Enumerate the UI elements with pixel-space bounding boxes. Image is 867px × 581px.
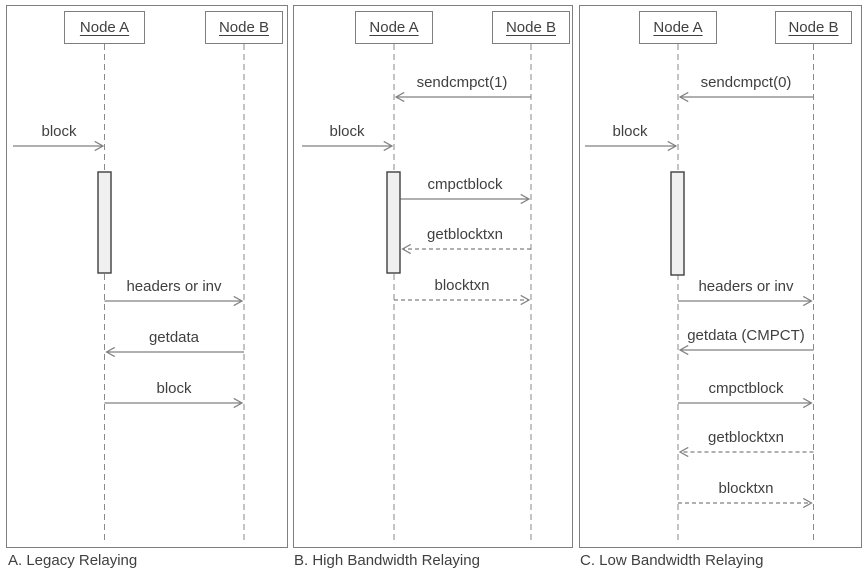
caption-low-bandwidth-relaying: C. Low Bandwidth Relaying — [580, 552, 764, 569]
node-label: Node A — [653, 19, 703, 36]
message-label-block-a: block — [156, 380, 192, 397]
message-label-cmpctblock-b: cmpctblock — [427, 176, 503, 193]
message-label-sendcmpct0-c: sendcmpct(0) — [700, 74, 792, 91]
node-box-b-panel-a: Node B — [205, 11, 283, 44]
node-label: Node B — [788, 19, 839, 36]
panel-high-bandwidth-relaying — [293, 5, 573, 548]
node-box-b-panel-b: Node B — [492, 11, 570, 44]
message-label-getdata-cmpct-c: getdata (CMPCT) — [687, 327, 805, 344]
node-box-a-panel-a: Node A — [64, 11, 145, 44]
caption-high-bandwidth-relaying: B. High Bandwidth Relaying — [294, 552, 480, 569]
message-label-block-external-a: block — [41, 123, 77, 140]
message-label-blocktxn-c: blocktxn — [718, 480, 774, 497]
node-label: Node B — [505, 19, 557, 36]
lifelines — [104, 44, 814, 540]
node-label: Node B — [218, 19, 270, 36]
node-box-a-panel-c: Node A — [639, 11, 717, 44]
message-label-getblocktxn-b: getblocktxn — [427, 226, 503, 243]
node-box-b-panel-c: Node B — [775, 11, 852, 44]
message-label-cmpctblock-c: cmpctblock — [708, 380, 784, 397]
activation-bar-panel-b — [386, 171, 401, 274]
activation-bar-panel-c — [670, 171, 685, 276]
caption-legacy-relaying: A. Legacy Relaying — [8, 552, 138, 569]
panel-low-bandwidth-relaying — [579, 5, 862, 548]
message-label-getdata-a: getdata — [148, 329, 200, 346]
panel-legacy-relaying — [6, 5, 288, 548]
activation-bar-panel-a — [97, 171, 112, 274]
message-label-getblocktxn-c: getblocktxn — [708, 429, 784, 446]
arrows-panel-a — [13, 140, 244, 409]
arrows-panel-c — [585, 91, 814, 509]
message-label-sendcmpct1-b: sendcmpct(1) — [416, 74, 508, 91]
node-label: Node A — [79, 19, 130, 36]
message-label-blocktxn-b: blocktxn — [434, 277, 490, 294]
message-label-block-external-b: block — [329, 123, 365, 140]
activation-bars — [97, 171, 685, 276]
arrows-panel-b — [302, 91, 531, 306]
node-label: Node A — [369, 19, 419, 36]
message-label-headers-or-inv-a: headers or inv — [126, 278, 222, 295]
message-label-block-external-c: block — [612, 123, 648, 140]
node-box-a-panel-b: Node A — [355, 11, 433, 44]
message-label-headers-or-inv-c: headers or inv — [698, 278, 794, 295]
